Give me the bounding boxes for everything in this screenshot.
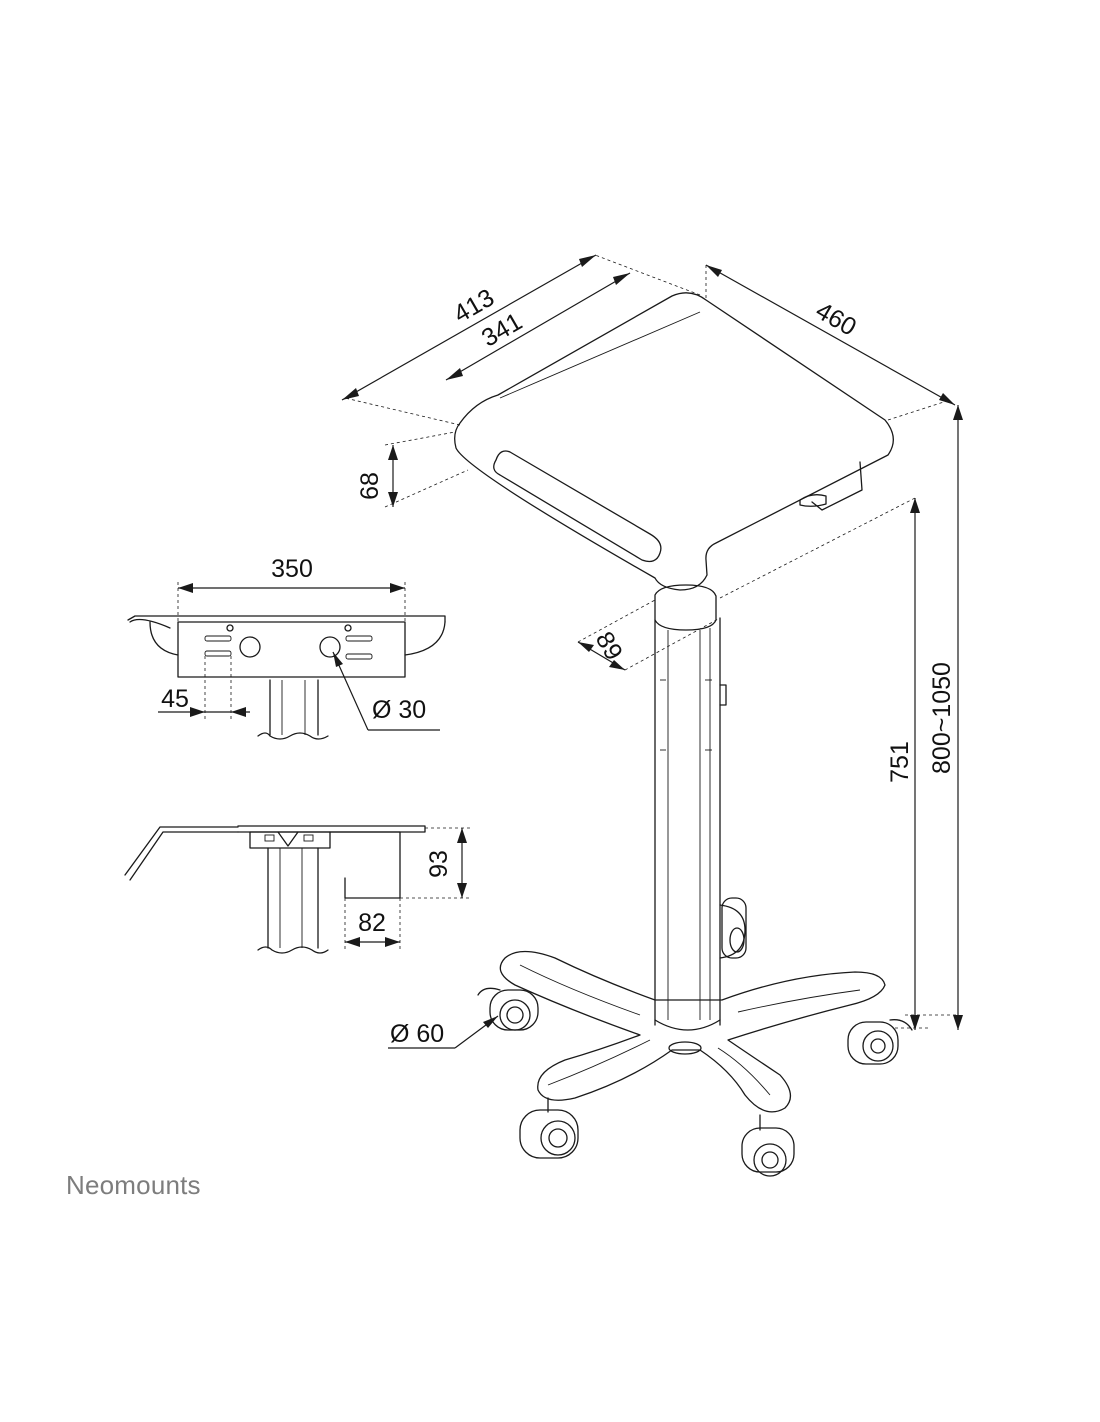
dimension-label-460: 460 (811, 297, 861, 342)
cart-base (499, 950, 886, 1113)
cart-column (654, 584, 746, 1031)
dimension-751: 751 (719, 497, 930, 1030)
dimension-label-751: 751 (886, 741, 914, 783)
cart-top-surface (454, 292, 894, 591)
dimension-caster-diameter: Ø 60 (388, 1015, 499, 1049)
dimension-413: 413 (341, 254, 701, 426)
caster-wheels (477, 897, 913, 1177)
dimension-89: 89 (577, 599, 721, 671)
dimension-label-45: 45 (161, 685, 189, 713)
caster-front-right (741, 1114, 795, 1177)
dimension-82: 82 (344, 898, 401, 950)
dimension-350: 350 (177, 555, 406, 622)
dimension-label-caster-diameter: Ø 60 (390, 1020, 444, 1048)
detail-bracket-front-view (127, 615, 446, 740)
caster-right (847, 1019, 913, 1065)
dimension-68: 68 (356, 431, 469, 508)
dimension-label-350: 350 (271, 555, 313, 583)
caster-front-left (477, 987, 539, 1031)
brand-logo: Neomounts (66, 1170, 201, 1200)
dimension-label-68: 68 (356, 472, 384, 500)
dimension-460: 460 (705, 264, 956, 421)
dimension-label-82: 82 (358, 909, 386, 937)
dimension-hole-diameter: Ø 30 (332, 651, 440, 731)
dimension-93: 93 (400, 827, 470, 899)
dimension-45: 45 (158, 656, 250, 720)
dimension-label-93: 93 (425, 850, 453, 878)
dimension-label-800-1050: 800~1050 (928, 662, 956, 774)
caster-back (721, 897, 747, 959)
dimension-800-1050: 800~1050 (905, 405, 963, 1030)
dimension-label-hole-diameter: Ø 30 (372, 696, 426, 724)
caster-front-center (519, 1097, 579, 1159)
